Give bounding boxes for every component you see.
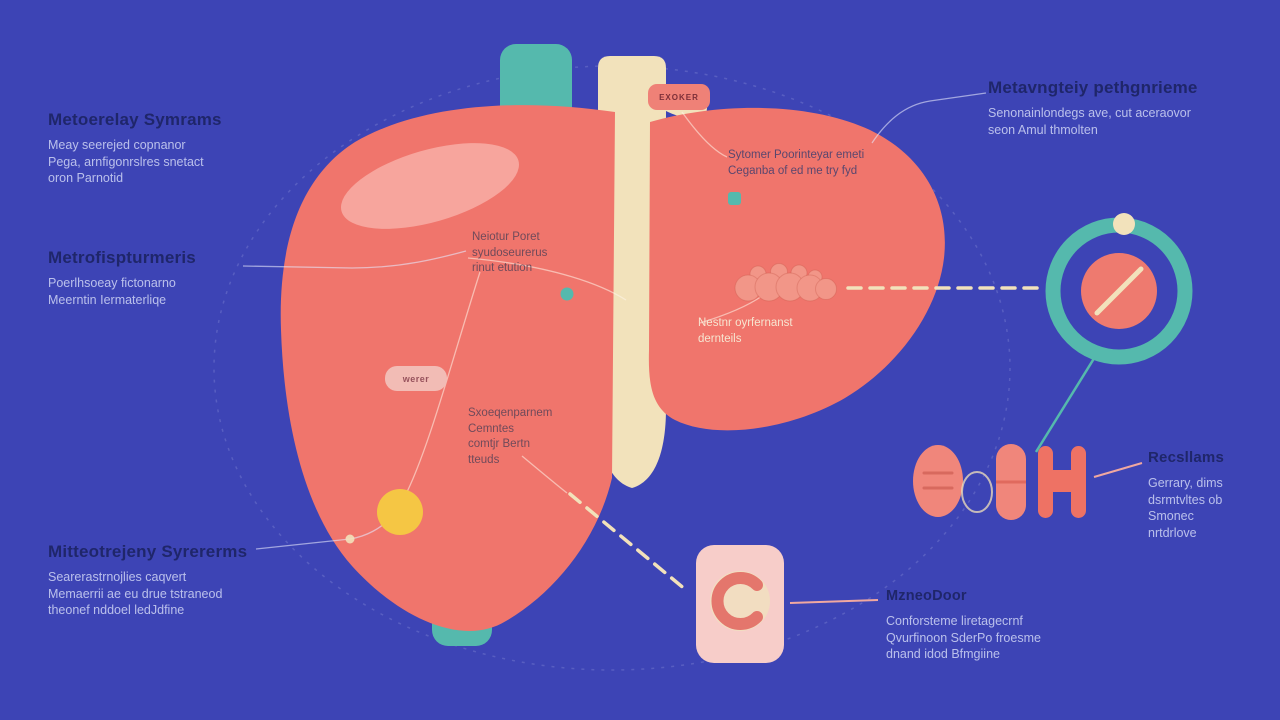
annotation-line: comtjr Bertn	[468, 438, 530, 450]
liver-label-right: Nestnr oyrfernanst dernteils	[698, 316, 848, 347]
annotation-left-bottom: Mitteotrejeny Syrererms Searerastrnojlie…	[48, 542, 283, 619]
annotation-line: Cemntes	[468, 422, 515, 435]
annotation-left-mid: Metrofispturmeris Poerlhsoeay fictonarno…	[48, 248, 253, 308]
ring-to-pills-connector	[1034, 351, 1100, 453]
liver-left-lobe	[280, 105, 615, 631]
liver-label-top: Sytomer Poorinteyar emeti Ceganba of ed …	[728, 148, 943, 179]
annotation-line: Conforsteme liretagecrnf	[886, 614, 1023, 628]
annotation-line: Senonainlondegs ave, cut aceraovor	[988, 106, 1191, 120]
annotation-left-top: Metoerelay Symrams Meay seerejed copnano…	[48, 110, 263, 187]
annotation-right-top: Metavngteiy pethgnrieme Senonainlondegs …	[988, 78, 1233, 138]
annotation-line: Searerastrnojlies caqvert	[48, 570, 187, 584]
annotation-line: Sxoeqenparnem	[468, 407, 553, 419]
annotation-line: Gerrary, dims	[1148, 476, 1223, 490]
interior-leader-lines	[403, 111, 763, 499]
annotation-line: Meay seerejed copnanor	[48, 138, 186, 152]
annotation-line: seon Amul thmolten	[988, 122, 1098, 137]
leader-end-dot	[345, 534, 355, 544]
annotation-line: tteuds	[468, 453, 500, 466]
annotation-line: Memaerrii ae eu drue tstraneod	[48, 586, 223, 601]
liver-label-left: Neiotur Poret syudoseurerus rinut etutio…	[472, 230, 602, 277]
annotation-line: syudoseurerus	[472, 246, 548, 259]
annotation-line: nrtdrlove	[1148, 525, 1197, 540]
annotation-line: theonef nddoel ledJdfine	[48, 603, 185, 617]
capsule-label-connector	[789, 599, 879, 604]
pills-label-connector	[1093, 462, 1143, 478]
annotation-bottom-right: MzneoDoor Conforsteme liretagecrnf Qvurf…	[886, 586, 1131, 663]
annotation-heading: Metavngteiy pethgnrieme	[988, 78, 1198, 97]
annotation-line: Meerntin Iermaterliqe	[48, 292, 167, 307]
pink-tag-label: werer	[385, 366, 447, 391]
medication-pills-icon	[913, 444, 1086, 520]
organ-capsule-icon	[696, 545, 784, 663]
teal-dot-marker	[560, 287, 574, 301]
annotation-line: oron Parnotid	[48, 171, 124, 185]
liver-label-lower: Sxoeqenparnem Cemntes comtjr Bertn tteud…	[468, 406, 598, 468]
annotation-line: Sytomer Poorinteyar emeti	[728, 149, 865, 161]
liver-highlight	[341, 143, 519, 229]
portal-vein-cluster	[734, 263, 837, 302]
coral-tag-label: EXOKER	[648, 84, 710, 110]
annotation-line: Ceganba of ed me try fyd	[728, 164, 858, 177]
annotation-heading: Recsllams	[1148, 449, 1225, 466]
no-entry-ring-icon	[1045, 213, 1193, 365]
yellow-dot-marker	[377, 489, 423, 535]
annotation-line: Pega, arnfigonrslres snetact	[48, 154, 204, 169]
annotation-line: Nestnr oyrfernanst	[698, 317, 793, 329]
annotation-heading: Mitteotrejeny Syrererms	[48, 542, 248, 561]
annotation-line: Poerlhsoeay fictonarno	[48, 276, 176, 290]
background-ellipse	[213, 65, 1011, 671]
annotation-heading: Metoerelay Symrams	[48, 110, 222, 129]
annotation-line: dernteils	[698, 332, 742, 345]
annotation-line: Smonec	[1148, 509, 1194, 523]
teal-square-marker	[728, 192, 741, 205]
annotation-heading: MzneoDoor	[886, 588, 967, 604]
annotation-line: dnand idod Bfmgiine	[886, 647, 1000, 661]
dashed-connector-bottom	[568, 492, 688, 592]
annotation-line: Qvurfinoon SderPo froesme	[886, 630, 1041, 645]
annotation-line: Neiotur Poret	[472, 231, 540, 243]
annotation-right-mid: Recsllams Gerrary, dims dsrmtvltes ob Sm…	[1148, 448, 1273, 541]
annotation-line: dsrmtvltes ob	[1148, 492, 1223, 507]
annotation-line: rinut etution	[472, 262, 533, 274]
annotation-heading: Metrofispturmeris	[48, 248, 196, 267]
